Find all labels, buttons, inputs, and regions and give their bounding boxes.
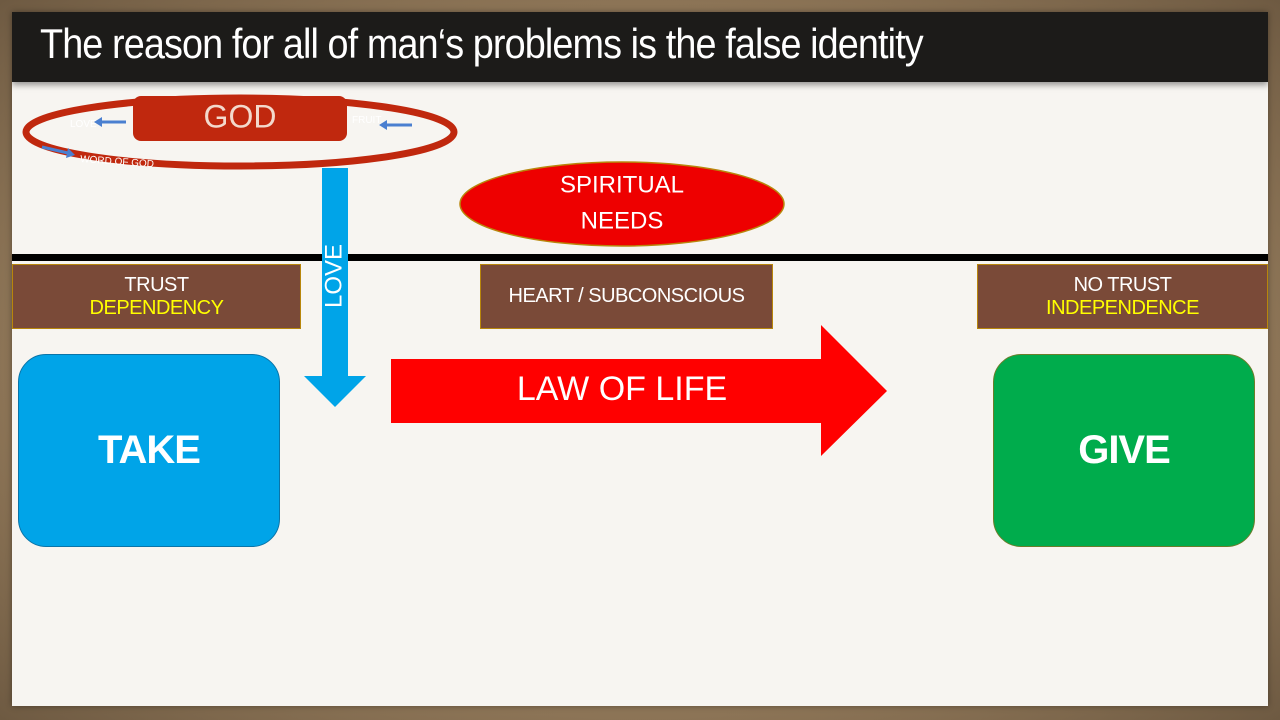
give-label: GIVE [1078,428,1171,472]
love-arrow-label: LOVE [320,244,347,308]
spiritual-needs-line2: NEEDS [581,207,664,234]
slide-title: The reason for all of man‘s problems is … [40,20,924,67]
give-box: GIVE [993,354,1255,547]
spiritual-needs-line1: SPIRITUAL [560,171,684,198]
god-label: GOD [204,98,277,134]
dependency-label: DEPENDENCY [89,296,224,319]
no-trust-label: NO TRUST [1073,273,1172,296]
title-bar: The reason for all of man‘s problems is … [12,12,1268,82]
ring-fruit-label: FRUIT [352,115,381,126]
ring-word-label: WORD OF GOD [80,154,154,170]
independence-label: INDEPENDENCE [1046,296,1199,319]
ring-love-label: LOVE [70,119,97,130]
diagram-canvas: LOVE GOD LOVE FRUIT WORD OF G [12,94,1268,456]
law-of-life-arrow: LAW OF LIFE [391,325,887,456]
law-of-life-label: LAW OF LIFE [517,370,727,408]
slide: The reason for all of man‘s problems is … [12,12,1268,706]
god-box [133,96,347,141]
god-ring: GOD LOVE FRUIT WORD OF GOD [22,94,458,170]
take-label: TAKE [98,428,201,472]
spiritual-needs: SPIRITUAL NEEDS [459,161,785,247]
no-trust-box: NO TRUST INDEPENDENCE [977,264,1268,329]
love-arrow: LOVE [304,168,366,407]
trust-box: TRUST DEPENDENCY [12,264,301,329]
heart-subconscious-box: HEART / SUBCONSCIOUS [480,264,773,329]
trust-label: TRUST [124,273,189,296]
heart-subconscious-label: HEART / SUBCONSCIOUS [508,285,745,307]
arrow-left-icon [379,120,412,130]
arrow-left-icon [94,117,126,127]
take-box: TAKE [18,354,280,547]
divider-line [12,254,1268,261]
arrow-right-icon [41,145,75,158]
